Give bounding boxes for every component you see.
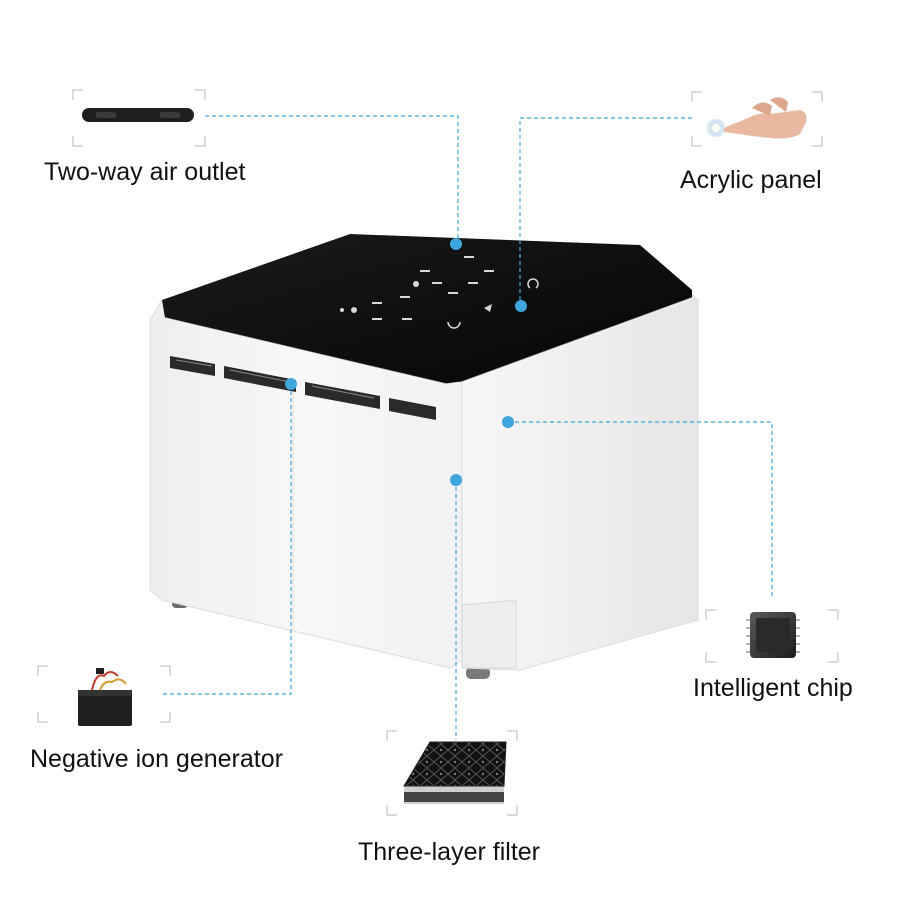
purifier-foot-right (466, 667, 490, 679)
label-intelligent-chip: Intelligent chip (693, 674, 853, 702)
callout-line-ion-generator (163, 384, 292, 695)
callout-line-intelligent-chip (508, 421, 773, 598)
label-three-layer-filter: Three-layer filter (358, 838, 540, 866)
filter-layers-icon (403, 741, 507, 804)
callout-line-acrylic-panel (519, 117, 692, 304)
callout-line-air-outlet (205, 115, 459, 242)
touch-control-glyphs (340, 256, 539, 329)
touch-hand-icon (707, 97, 807, 139)
acrylic-top-panel (162, 234, 692, 384)
label-acrylic-panel: Acrylic panel (680, 166, 822, 194)
chip-icon (746, 612, 800, 658)
label-two-way-air-outlet: Two-way air outlet (44, 158, 246, 186)
purifier-filter-cover (461, 599, 517, 669)
callout-dot-ion-generator (285, 378, 297, 390)
air-outlet-strip-icon (82, 108, 194, 122)
callout-dot-filter (450, 474, 462, 486)
air-purifier (149, 234, 699, 679)
thumbnail-frames (37, 89, 839, 816)
callout-dot-air-outlet (450, 238, 462, 250)
ion-generator-icon (78, 668, 132, 726)
callout-lines (163, 115, 773, 740)
callout-dots (285, 238, 527, 486)
callout-dot-intelligent-chip (502, 416, 514, 428)
front-vent-slots (170, 356, 436, 420)
label-negative-ion-generator: Negative ion generator (30, 745, 283, 773)
callout-dot-acrylic-panel (515, 300, 527, 312)
